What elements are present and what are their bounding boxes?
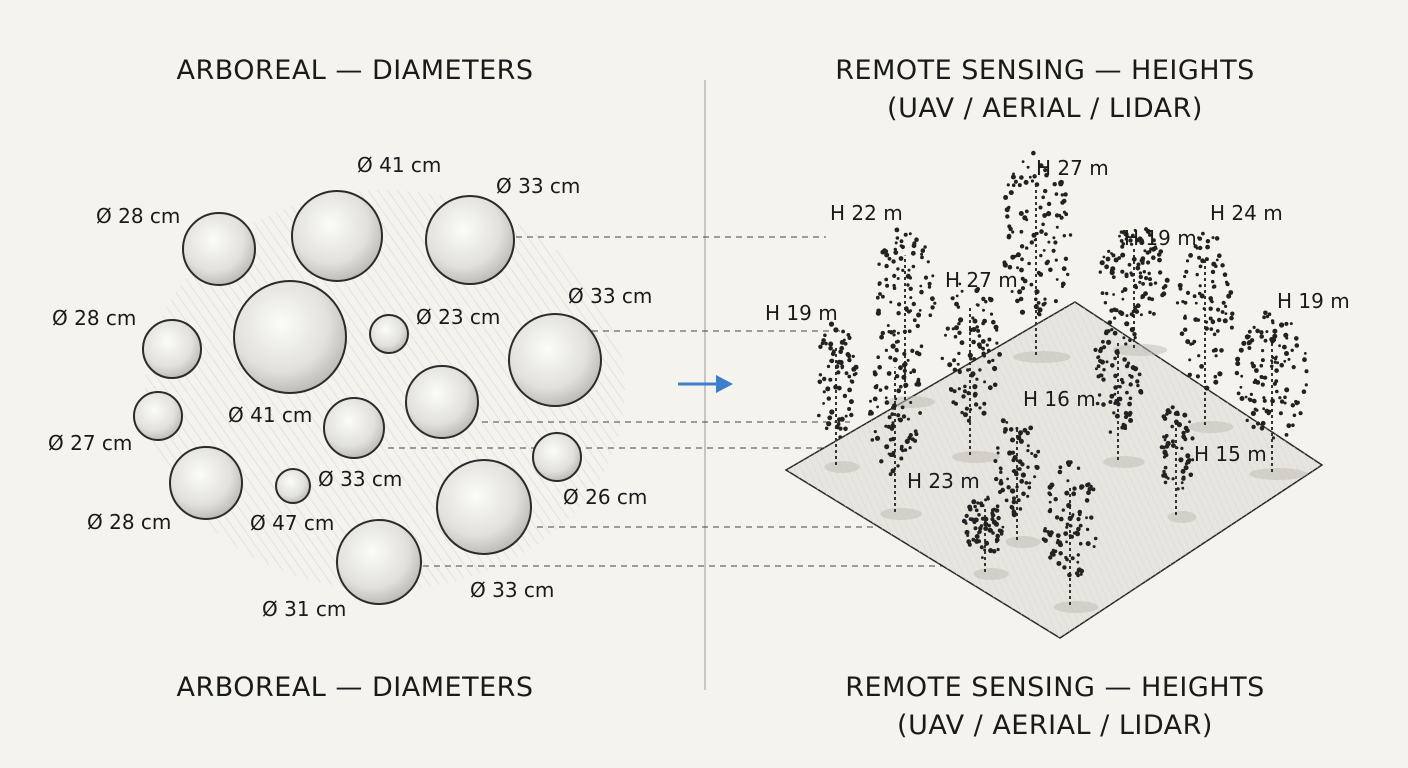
trunk-circle bbox=[142, 319, 202, 379]
diameter-label: Ø 41 cm bbox=[357, 153, 441, 177]
tree bbox=[1098, 227, 1170, 356]
tree bbox=[868, 339, 922, 520]
height-label: H 19 m bbox=[1124, 226, 1197, 250]
tree bbox=[961, 495, 1009, 580]
title-line-1: REMOTE SENSING — HEIGHTS bbox=[835, 55, 1255, 86]
trunk-circle bbox=[436, 459, 532, 555]
title-text: ARBOREAL — DIAMETERS bbox=[176, 55, 534, 86]
trunk-circle bbox=[508, 313, 602, 407]
trunk-circle bbox=[369, 314, 409, 354]
title-heights-top: REMOTE SENSING — HEIGHTS (UAV / AERIAL /… bbox=[780, 52, 1310, 128]
arrow-right-icon bbox=[678, 375, 733, 393]
diameter-label: Ø 28 cm bbox=[96, 204, 180, 228]
title-line-2: (UAV / AERIAL / LIDAR) bbox=[887, 93, 1203, 124]
tree bbox=[1175, 231, 1235, 433]
diameter-labels: Ø 41 cm Ø 33 cm Ø 28 cm Ø 28 cm Ø 33 cm Ø 23 … bbox=[48, 153, 652, 621]
title-heights-bottom: REMOTE SENSING — HEIGHTS (UAV / AERIAL /… bbox=[790, 669, 1320, 745]
diameter-label: Ø 23 cm bbox=[416, 305, 500, 329]
diameter-label: Ø 33 cm bbox=[568, 284, 652, 308]
tree bbox=[993, 418, 1041, 548]
trunk-circle bbox=[133, 391, 183, 441]
tree bbox=[1041, 460, 1099, 613]
title-diameters-top: ARBOREAL — DIAMETERS bbox=[130, 52, 580, 90]
title-diameters-bottom: ARBOREAL — DIAMETERS bbox=[130, 669, 580, 707]
diameter-label: Ø 28 cm bbox=[87, 510, 171, 534]
trunk-circle bbox=[233, 280, 347, 394]
diameter-label: Ø 33 cm bbox=[470, 578, 554, 602]
trunk-circle bbox=[405, 365, 479, 439]
trunk-circle bbox=[336, 519, 422, 605]
height-label: H 23 m bbox=[907, 469, 980, 493]
trunk-circle bbox=[169, 446, 243, 520]
diameter-label: Ø 26 cm bbox=[563, 485, 647, 509]
diameter-label: Ø 28 cm bbox=[52, 306, 136, 330]
trunk-circle bbox=[323, 397, 385, 459]
trunk-circle bbox=[182, 212, 256, 286]
diameter-label: Ø 33 cm bbox=[496, 174, 580, 198]
diameter-label: Ø 41 cm bbox=[228, 403, 312, 427]
height-labels: H 27 m H 22 m H 24 m H 19 m H 27 m H 19 m H 19… bbox=[765, 156, 1350, 493]
title-text: ARBOREAL — DIAMETERS bbox=[176, 672, 534, 703]
height-label: H 27 m bbox=[1036, 156, 1109, 180]
tree bbox=[1159, 405, 1197, 523]
tree bbox=[1093, 316, 1145, 468]
height-label: H 19 m bbox=[1277, 289, 1350, 313]
diameter-label: Ø 27 cm bbox=[48, 431, 132, 455]
height-label: H 19 m bbox=[765, 301, 838, 325]
diameter-label: Ø 47 cm bbox=[250, 511, 334, 535]
trees bbox=[817, 150, 1309, 613]
height-label: H 27 m bbox=[945, 268, 1018, 292]
height-label: H 15 m bbox=[1194, 442, 1267, 466]
trunk-circle bbox=[291, 190, 383, 282]
diameter-label: Ø 31 cm bbox=[262, 597, 346, 621]
title-line-2: (UAV / AERIAL / LIDAR) bbox=[897, 710, 1213, 741]
height-label: H 16 m bbox=[1023, 387, 1096, 411]
tree bbox=[875, 227, 937, 408]
trunk-circles bbox=[133, 190, 602, 605]
trunk-circle bbox=[425, 195, 515, 285]
tree bbox=[817, 321, 860, 473]
height-label: H 22 m bbox=[830, 201, 903, 225]
ground-plane-shading bbox=[786, 302, 1322, 638]
diameter-label: Ø 33 cm bbox=[318, 467, 402, 491]
tree bbox=[1234, 310, 1309, 480]
trunk-circle bbox=[275, 468, 311, 504]
title-line-1: REMOTE SENSING — HEIGHTS bbox=[845, 672, 1265, 703]
height-label: H 24 m bbox=[1210, 201, 1283, 225]
tree bbox=[940, 282, 1002, 463]
tree bbox=[1002, 150, 1073, 363]
trunk-circle bbox=[532, 432, 582, 482]
